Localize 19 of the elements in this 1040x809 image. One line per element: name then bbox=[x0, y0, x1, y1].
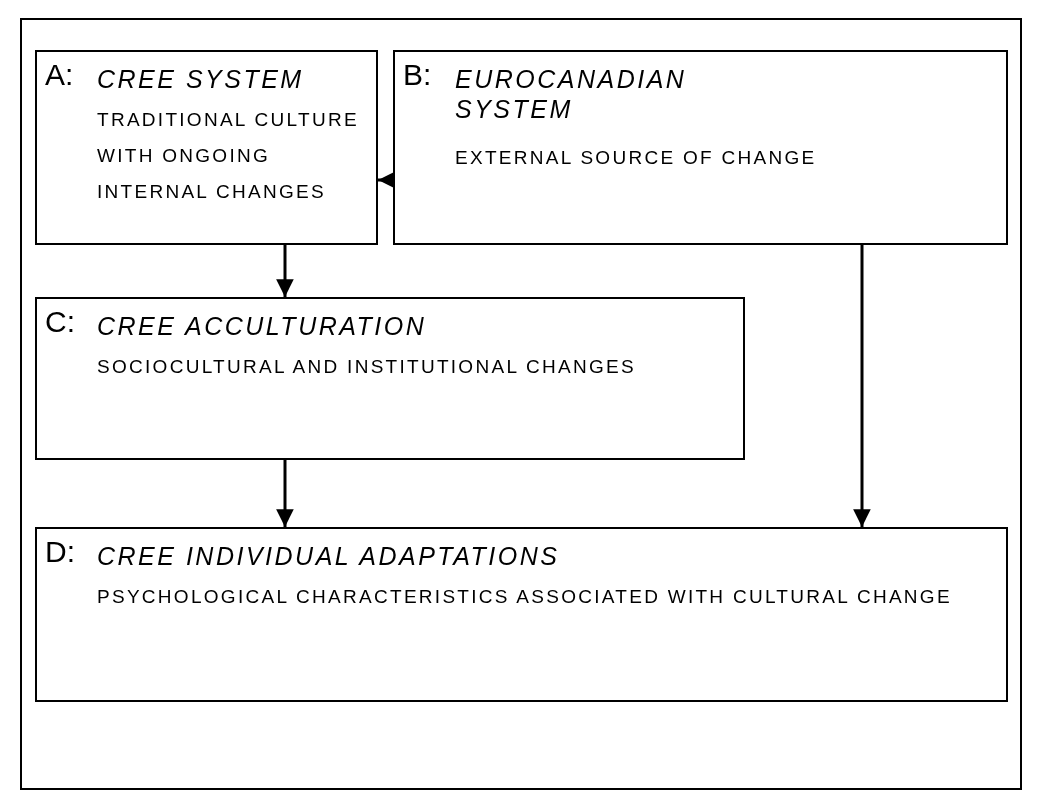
arrow bbox=[853, 245, 871, 527]
box-title: EUROCANADIAN SYSTEM bbox=[455, 64, 688, 124]
process-box bbox=[35, 527, 1008, 702]
box-title: CREE ACCULTURATION bbox=[97, 311, 428, 341]
box-letter: A: bbox=[45, 60, 74, 90]
process-box bbox=[393, 50, 1008, 245]
process-box bbox=[35, 50, 378, 245]
box-title: CREE INDIVIDUAL ADAPTATIONS bbox=[97, 541, 561, 571]
box-description: PSYCHOLOGICAL CHARACTERISTICS ASSOCIATED WITH CULTURAL CHANGE bbox=[97, 585, 953, 609]
box-description: EXTERNAL SOURCE OF CHANGE bbox=[455, 146, 818, 170]
box-description: SOCIOCULTURAL AND INSTITUTIONAL CHANGES bbox=[97, 355, 637, 379]
box-letter: C: bbox=[45, 307, 75, 337]
arrow bbox=[276, 245, 294, 297]
box-title: CREE SYSTEM bbox=[97, 64, 305, 94]
arrow bbox=[276, 460, 294, 527]
box-description: TRADITIONAL CULTURE WITH ONGOING INTERNAL CHANGES bbox=[97, 108, 360, 204]
box-letter: B: bbox=[403, 60, 432, 90]
box-letter: D: bbox=[45, 537, 75, 567]
process-box bbox=[35, 297, 745, 460]
